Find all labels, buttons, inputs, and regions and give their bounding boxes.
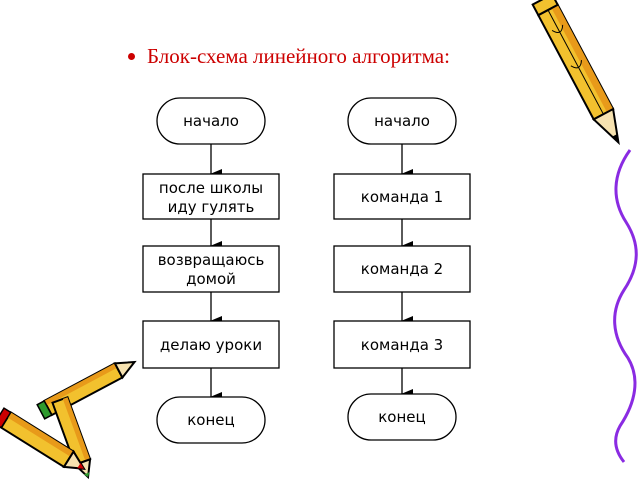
- right-step1-box: [333, 173, 471, 220]
- crayons-icon: [0, 360, 137, 480]
- right-end-label: конец: [378, 408, 425, 426]
- left-step3-label: делаю уроки: [160, 336, 262, 354]
- right-end-terminal: [347, 393, 457, 441]
- left-end-terminal: [156, 396, 266, 444]
- right-step1-label: команда 1: [361, 188, 443, 206]
- left-step2-box: [142, 245, 280, 293]
- pencil-icon: [531, 0, 620, 146]
- bullet-dot-icon: [128, 52, 135, 60]
- left-step3-box: [142, 320, 280, 369]
- left-step1-box: [142, 173, 280, 220]
- right-start-label: начало: [374, 112, 430, 130]
- left-step2-label-line1: возвращаюсь: [158, 251, 265, 269]
- left-step2-label-line2: домой: [186, 270, 236, 288]
- slide-bullet: Блок-схема линейного алгоритма:: [128, 44, 450, 69]
- slide-title-text: Блок-схема линейного алгоритма:: [147, 44, 450, 68]
- left-start-label: начало: [183, 112, 239, 130]
- wavy-line-icon: [613, 149, 638, 463]
- right-step2-label: команда 2: [361, 260, 443, 278]
- right-step2-box: [333, 245, 471, 293]
- right-step3-label: команда 3: [361, 336, 443, 354]
- left-step1-label-line1: после школы: [159, 179, 263, 197]
- left-step1-label-line2: иду гулять: [168, 198, 255, 216]
- left-end-label: конец: [187, 411, 234, 429]
